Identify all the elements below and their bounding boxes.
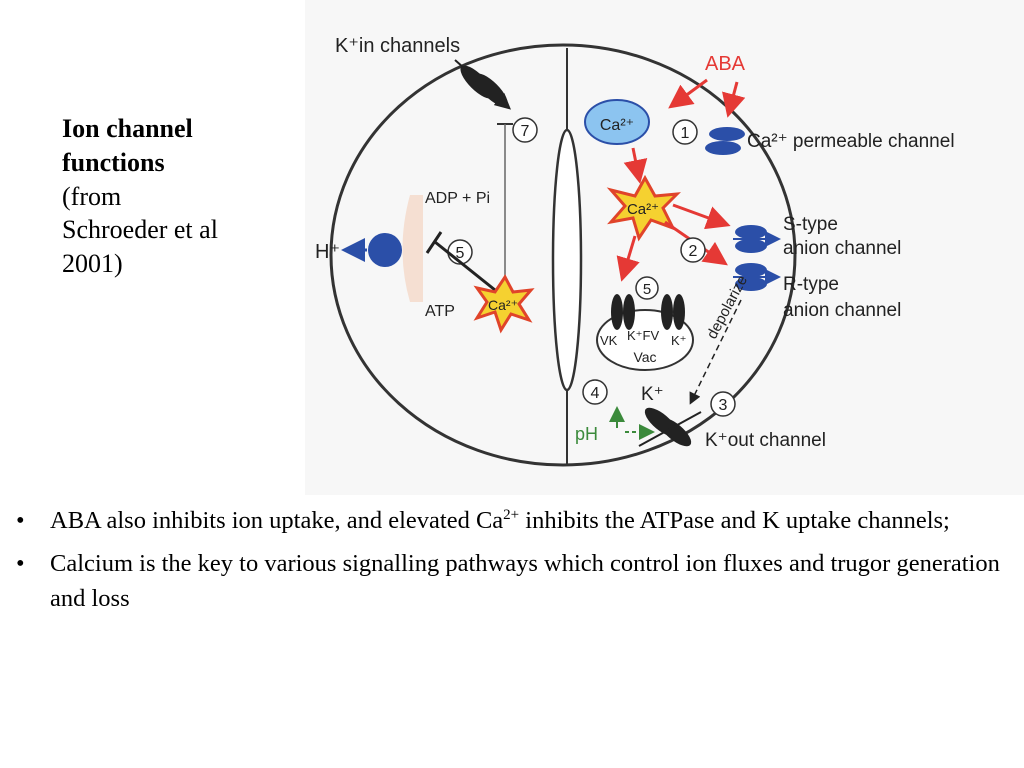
ca-star-left xyxy=(473,274,535,334)
step-1-marker xyxy=(672,119,698,145)
inhibition-line-6 xyxy=(434,240,496,292)
step-6-label: 5 xyxy=(456,245,465,262)
bullet-text-2: Calcium is the key to various signalling… xyxy=(50,546,1000,617)
k-out-label: K⁺out channel xyxy=(705,430,826,451)
title-line-4: Schroeder et al xyxy=(62,215,218,245)
stomatal-pore xyxy=(551,128,583,392)
title-line-1: Ion channel xyxy=(62,114,193,143)
vacuole-channels xyxy=(611,294,685,330)
ph-label: pH xyxy=(575,424,598,444)
ca-permeable-channel xyxy=(705,127,745,155)
slide-title: Ion channel functions (from Schroeder et… xyxy=(62,112,302,281)
step-3-marker xyxy=(710,391,736,417)
ca-to-vacuole-arrow xyxy=(616,235,640,282)
bullet-text-1: ABA also inhibits ion uptake, and elevat… xyxy=(50,503,1000,539)
ca-store xyxy=(584,99,650,145)
step-5-marker xyxy=(635,276,659,300)
bullet-1-text-a: ABA also inhibits ion uptake, and elevat… xyxy=(50,507,504,534)
r-type-label-1: R-type xyxy=(783,274,839,295)
aba-arrow-to-channel xyxy=(722,81,746,118)
bullet-1-text-b: inhibits the ATPase and K uptake channel… xyxy=(519,507,950,534)
step-4-marker xyxy=(582,379,608,405)
bullet-list: • ABA also inhibits ion uptake, and elev… xyxy=(10,503,1000,624)
diagram-background xyxy=(305,0,1024,495)
aba-label: ABA xyxy=(705,53,746,75)
step-2-marker xyxy=(680,237,706,263)
title-line-3: (from xyxy=(62,181,122,211)
atpase-region xyxy=(402,195,423,302)
step-5-label: 5 xyxy=(643,281,651,298)
ca-star-center-label: Ca²⁺ xyxy=(627,201,659,218)
step-3-label: 3 xyxy=(719,397,728,414)
bullet-2-text: Calcium is the key to various signalling… xyxy=(50,549,1000,613)
r-type-channel xyxy=(733,263,781,291)
kfv-label: K⁺FV xyxy=(627,328,659,343)
bullet-item-1: • ABA also inhibits ion uptake, and elev… xyxy=(10,503,1000,539)
k-out-channel xyxy=(638,407,702,447)
s-type-label-2: anion channel xyxy=(783,238,901,259)
ca-star-center xyxy=(606,174,681,242)
s-type-label-1: S-type xyxy=(783,214,838,235)
step-7-marker xyxy=(512,117,538,143)
ca-star-left-label: Ca²⁺ xyxy=(488,297,518,313)
bullet-1-superscript: 2+ xyxy=(503,506,520,523)
h-atpase-pump xyxy=(368,233,402,267)
ca-release-arrow xyxy=(623,147,648,184)
h-label: H⁺ xyxy=(315,241,340,263)
vac-label: Vac xyxy=(633,349,656,365)
inhibition-bar-6 xyxy=(425,231,443,254)
ca-store-label: Ca²⁺ xyxy=(600,117,634,134)
step-2-label: 2 xyxy=(689,243,698,260)
title-line-5: 2001) xyxy=(62,249,123,279)
vk-label: VK xyxy=(600,333,618,348)
bullet-marker: • xyxy=(16,507,25,534)
guard-cell-diagram: K⁺in channels 7 H⁺ ADP + Pi ATP 5 Ca²⁺ A… xyxy=(305,0,1024,495)
s-type-channel xyxy=(733,225,781,253)
bullet-item-2: • Calcium is the key to various signalli… xyxy=(10,546,1000,617)
r-type-label-2: anion channel xyxy=(783,300,901,321)
step-7-label: 7 xyxy=(521,123,530,140)
title-line-2: functions xyxy=(62,147,165,177)
bullet-marker: • xyxy=(16,549,25,577)
k-in-label: K⁺in channels xyxy=(335,35,460,57)
ca-to-s-type-arrow xyxy=(672,203,731,230)
k-in-channel xyxy=(454,59,511,110)
depolarize-arrow xyxy=(689,299,742,405)
step-4-label: 4 xyxy=(591,385,600,402)
adp-label: ADP + Pi xyxy=(425,190,490,207)
atp-label: ATP xyxy=(425,303,455,320)
cell-outline xyxy=(329,43,797,467)
vac-k-label: K⁺ xyxy=(671,333,687,348)
aba-arrow-to-ca xyxy=(668,78,708,109)
k-plus-label: K⁺ xyxy=(641,384,664,405)
ca-permeable-label: Ca²⁺ permeable channel xyxy=(747,131,955,152)
step-1-label: 1 xyxy=(681,125,690,142)
